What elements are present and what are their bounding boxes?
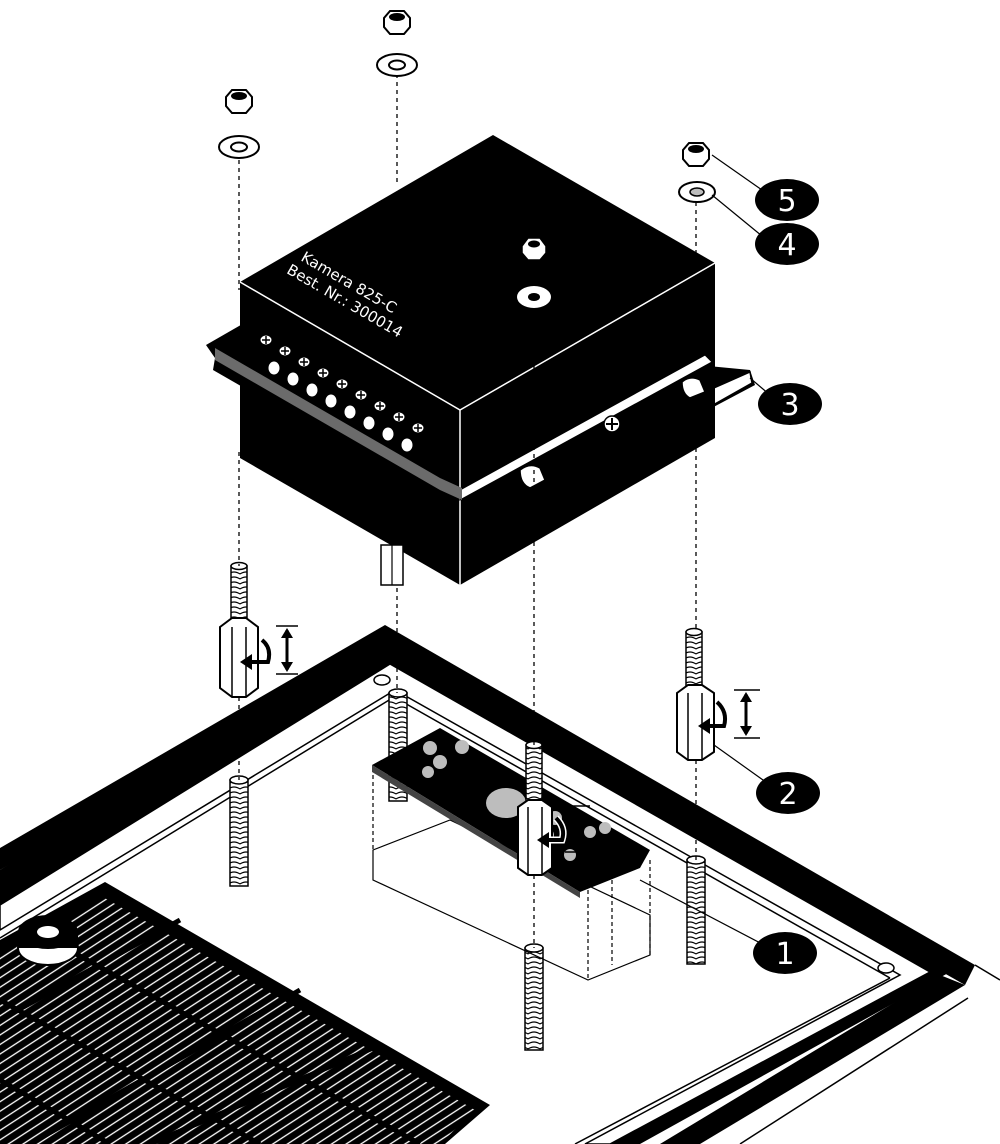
callout-3: 3 — [758, 383, 822, 425]
rotate-icon — [240, 638, 272, 670]
spacer-center — [517, 740, 590, 876]
stud-left — [229, 775, 249, 887]
terminal-block — [255, 322, 435, 458]
camera-module: Kamera 825-C Best. Nr.: 300014 — [206, 135, 755, 586]
rotate-icon — [698, 700, 728, 734]
callout-3-number: 3 — [780, 388, 799, 423]
callout-1: 1 — [753, 932, 817, 974]
nut-center — [383, 10, 411, 35]
washer-left — [218, 135, 260, 159]
callout-2: 2 — [756, 772, 820, 814]
washer-right — [678, 181, 716, 203]
spacer-right — [676, 627, 760, 761]
height-adjust-icon — [565, 805, 590, 853]
callout-5-number: 5 — [777, 184, 796, 219]
assembly-axes — [238, 74, 697, 948]
rotate-icon — [537, 815, 567, 848]
nut-left — [225, 89, 253, 114]
callout-4-number: 4 — [777, 228, 796, 263]
callout-4: 4 — [755, 223, 819, 265]
nut-right — [682, 142, 710, 167]
callout-1-number: 1 — [775, 937, 794, 972]
stud-center-front — [524, 943, 544, 1051]
height-adjust-icon — [276, 625, 298, 675]
center-nut-icon — [521, 237, 547, 261]
center-washer-icon — [517, 286, 551, 308]
height-adjust-icon — [734, 689, 760, 739]
callout-5: 5 — [755, 179, 819, 221]
spacer-left — [219, 561, 298, 698]
callout-leaders — [639, 154, 771, 946]
speaker-grille — [0, 882, 490, 1144]
washer-center — [376, 53, 418, 77]
callout-2-number: 2 — [778, 777, 797, 812]
